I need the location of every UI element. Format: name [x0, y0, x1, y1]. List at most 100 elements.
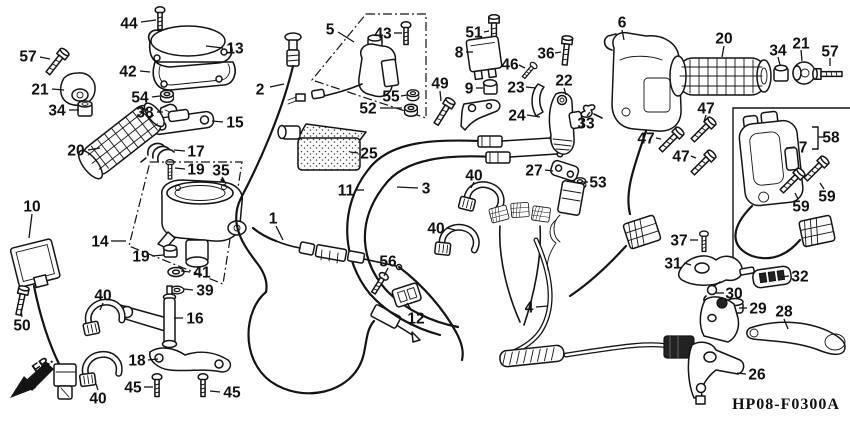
callout-14: 14 [91, 234, 109, 251]
leader-line-19 [174, 167, 186, 170]
leader-line-20 [87, 147, 101, 151]
callout-34: 34 [769, 43, 787, 60]
leader-line-45 [209, 390, 221, 393]
callout-12: 12 [407, 311, 424, 328]
callout-6: 6 [618, 15, 627, 32]
callout-39: 39 [196, 283, 214, 300]
leader-line-35 [221, 176, 227, 185]
connector-coil-center [547, 180, 585, 271]
switch-assembly-5 [287, 34, 400, 105]
lever-bracket-26 [687, 341, 745, 405]
wire-10 [32, 284, 77, 400]
callout-22: 22 [555, 73, 572, 90]
pad-25 [277, 123, 367, 171]
callout-10: 10 [23, 199, 40, 216]
wire-6 [568, 129, 662, 298]
switch-housing-7 [738, 110, 804, 207]
grip-right-20 [669, 55, 772, 97]
grommet-19-lower [162, 244, 178, 258]
leader-line-15 [211, 120, 224, 123]
leader-line-27 [544, 169, 554, 172]
callout-49: 49 [431, 76, 449, 93]
leader-line-57 [39, 56, 51, 60]
brake-lever-28 [746, 321, 846, 356]
callout-40: 40 [89, 391, 106, 408]
leader-line-47 [690, 155, 697, 159]
leader-line-21 [800, 49, 803, 62]
callout-45: 45 [124, 380, 142, 397]
leader-line-31 [683, 262, 692, 266]
nut-54 [159, 89, 175, 104]
leader-line-23 [525, 86, 537, 89]
leader-line-34 [777, 56, 781, 66]
callout-21: 21 [31, 82, 49, 99]
bracket-31 [677, 255, 755, 286]
callout-33: 33 [577, 116, 595, 133]
callout-13: 13 [226, 41, 244, 58]
leader-line-41 [180, 270, 191, 273]
callout-24: 24 [508, 108, 526, 125]
callout-7: 7 [799, 140, 808, 157]
callout-59: 59 [792, 199, 810, 216]
relay-8 [465, 35, 503, 81]
leader-line-19 [151, 254, 165, 257]
leader-line-24 [526, 114, 541, 118]
callout-19: 19 [132, 249, 150, 266]
leader-line-22 [563, 87, 567, 96]
screw-37 [699, 230, 709, 253]
bolt-36 [558, 34, 574, 67]
callout-16: 16 [186, 311, 204, 328]
callout-52: 52 [359, 101, 376, 118]
screw-45-a [151, 373, 163, 398]
throttle-cable-1 [251, 226, 464, 362]
cable-11 [346, 134, 557, 337]
callout-21: 21 [792, 36, 810, 53]
leader-line-17 [173, 149, 186, 152]
callout-38: 38 [136, 105, 154, 122]
master-cylinder-cover-13 [147, 25, 233, 68]
leader-line-49 [439, 90, 442, 102]
gasket-42 [152, 61, 236, 91]
callout-57: 57 [19, 49, 36, 66]
callout-15: 15 [226, 115, 244, 132]
bracket-15 [151, 108, 215, 136]
throttle-lever-22 [548, 91, 584, 155]
callout-47: 47 [672, 149, 689, 166]
nut-55 [406, 89, 420, 102]
bolt-47-a [688, 115, 718, 145]
leader-line-5 [337, 31, 355, 43]
leader-line-7 [785, 146, 796, 149]
leader-line-56 [383, 267, 389, 277]
nut-52 [403, 103, 419, 118]
clamp-40-b [77, 352, 121, 386]
callout-53: 53 [589, 175, 607, 192]
callout-35: 35 [212, 163, 230, 180]
switch-32 [752, 265, 792, 289]
cap-21-right [792, 61, 816, 85]
callout-47: 47 [697, 101, 714, 118]
leader-line-20 [721, 45, 725, 58]
callout-36: 36 [537, 46, 555, 63]
callout-27: 27 [525, 163, 542, 180]
bushing-34-right [773, 64, 789, 82]
leader-line-1 [275, 225, 284, 241]
callout-50: 50 [13, 318, 30, 335]
bolt-57-right [812, 68, 843, 80]
bolt-49 [430, 95, 457, 128]
callout-31: 31 [664, 256, 682, 273]
bolt-57-left [43, 46, 71, 78]
leader-line-10 [28, 213, 33, 239]
leader-line-40 [446, 227, 456, 231]
leader-line-28 [783, 318, 789, 330]
callout-18: 18 [128, 353, 146, 370]
bracket-23 [531, 83, 545, 117]
callout-46: 46 [501, 57, 519, 74]
callout-5: 5 [326, 22, 335, 39]
rod-16 [119, 285, 178, 349]
choke-cable-2 [235, 32, 421, 395]
callout-41: 41 [193, 265, 211, 282]
callout-56: 56 [379, 254, 397, 271]
